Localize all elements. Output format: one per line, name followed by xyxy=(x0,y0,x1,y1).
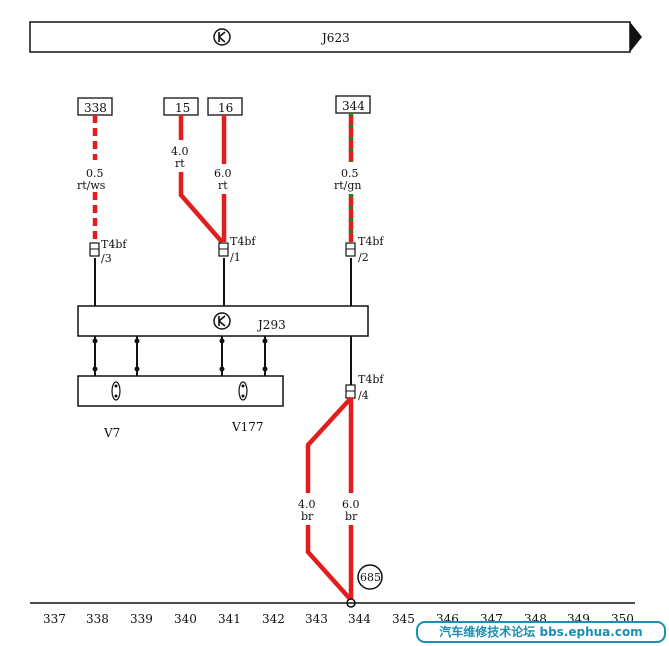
j293-to-fans-lines xyxy=(94,336,266,376)
j623-label: J623 xyxy=(320,31,350,45)
ruler-number: 344 xyxy=(348,612,371,626)
control-unit-icon xyxy=(213,312,231,330)
motor-v7-icon xyxy=(111,381,121,401)
wire-color-label: br xyxy=(301,510,314,523)
connector-name: T4bf xyxy=(358,235,384,248)
connector-name: T4bf xyxy=(230,235,256,248)
wire-color-label: rt/ws xyxy=(77,179,106,192)
forum-watermark: 汽车维修技术论坛 bbs.ephua.com xyxy=(416,621,666,643)
j293-label: J293 xyxy=(256,318,286,332)
wire-ground-br-4 xyxy=(305,396,353,602)
v177-label: V177 xyxy=(231,420,264,434)
terminal-16: 16 xyxy=(207,97,243,116)
wire-color-label: rt xyxy=(218,179,228,192)
wire-size-label: 4.0 xyxy=(298,498,316,511)
terminal-label: 16 xyxy=(218,101,233,115)
ruler-number: 342 xyxy=(262,612,285,626)
ruler-number: 340 xyxy=(174,612,197,626)
connector-pin: /2 xyxy=(358,251,369,264)
terminal-15: 15 xyxy=(163,97,199,116)
ruler-number: 343 xyxy=(305,612,328,626)
wire-color-label: rt xyxy=(175,157,185,170)
connector-t4bf-2 xyxy=(345,242,356,257)
terminal-label: 15 xyxy=(175,101,190,115)
terminal-338: 338 xyxy=(77,97,113,116)
ruler-number: 338 xyxy=(86,612,109,626)
junction-dots xyxy=(92,338,268,372)
connector-t4bf-1 xyxy=(218,242,229,257)
j293-box: J293 xyxy=(77,305,369,337)
v7-label: V7 xyxy=(103,426,120,440)
wire-size-label: 6.0 xyxy=(214,167,232,180)
ruler-number: 345 xyxy=(392,612,415,626)
connector-name: T4bf xyxy=(358,373,384,386)
wire-color-label: rt/gn xyxy=(334,179,362,192)
ruler-number: 337 xyxy=(43,612,66,626)
motor-v177-icon xyxy=(238,381,248,401)
connector-t4bf-3 xyxy=(89,242,100,257)
wire-size-label: 6.0 xyxy=(342,498,360,511)
terminal-label: 344 xyxy=(342,99,365,113)
wire-color-label: br xyxy=(345,510,358,523)
terminal-label: 338 xyxy=(84,101,107,115)
ground-point-label: 685 xyxy=(360,571,381,584)
j623-bar: J623 xyxy=(29,21,642,53)
wire-15-rt xyxy=(178,115,224,244)
fan-motor-box xyxy=(77,375,284,407)
wire-size-label: 4.0 xyxy=(171,145,189,158)
ruler-number: 341 xyxy=(218,612,241,626)
ruler-number: 339 xyxy=(130,612,153,626)
connector-pin: /3 xyxy=(101,252,112,265)
wire-size-label: 0.5 xyxy=(86,167,104,180)
connector-t4bf-4 xyxy=(345,384,356,399)
connector-pin: /1 xyxy=(230,251,241,264)
control-unit-icon xyxy=(213,28,231,46)
wire-size-label: 0.5 xyxy=(341,167,359,180)
connector-name: T4bf xyxy=(101,238,127,251)
connector-pin: /4 xyxy=(358,389,369,402)
terminal-344: 344 xyxy=(335,95,371,114)
ground-point-685: 685 xyxy=(346,564,383,608)
